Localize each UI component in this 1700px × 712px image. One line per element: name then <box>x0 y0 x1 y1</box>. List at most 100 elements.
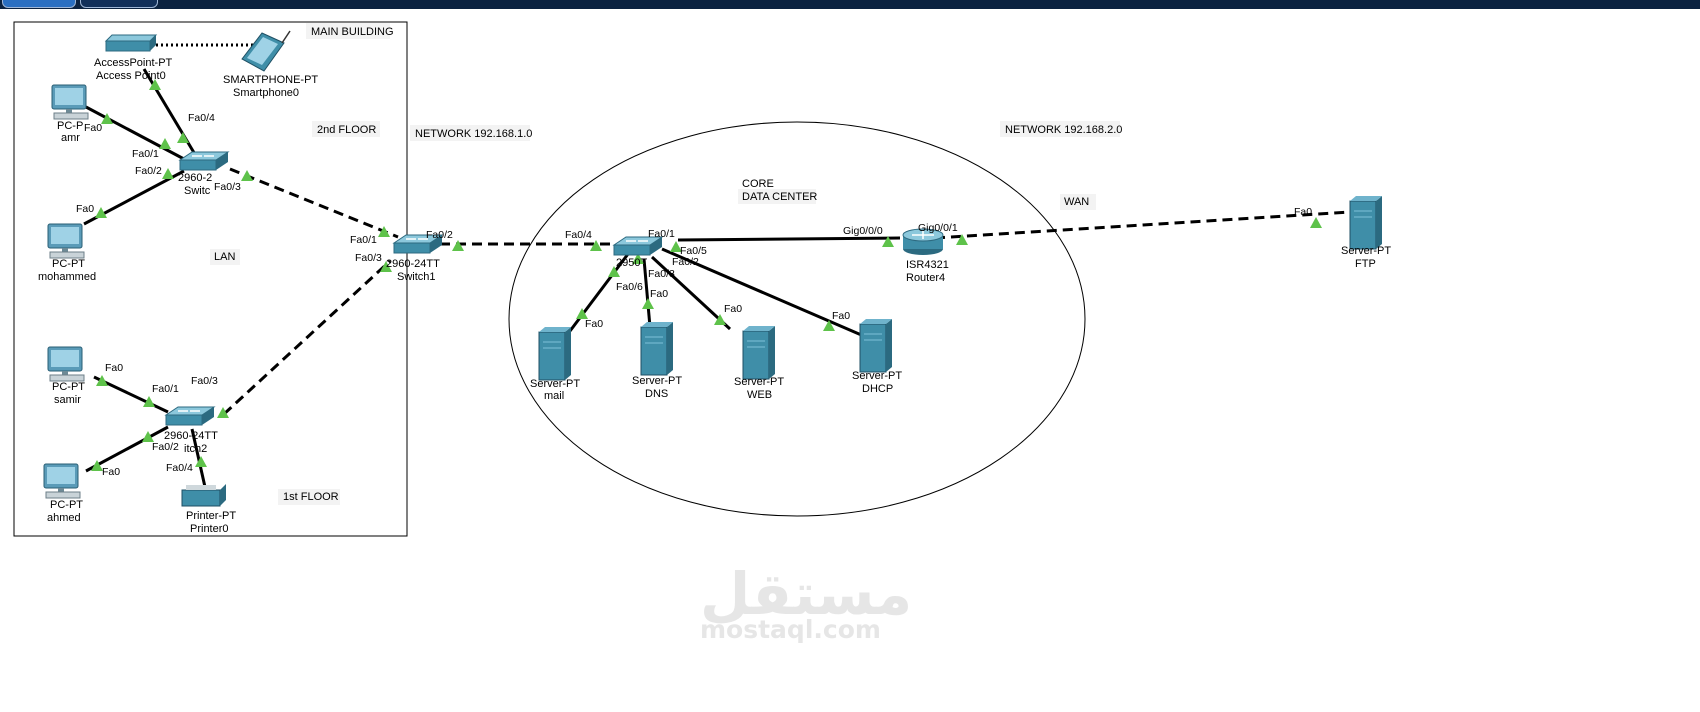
port-label: Fa0 <box>84 122 102 134</box>
link-indicators <box>91 79 1322 471</box>
title-bar <box>0 0 1700 9</box>
port-label: Fa0/2 <box>152 441 179 453</box>
port-label: Fa0/2 <box>672 256 699 268</box>
switch1[interactable]: 2960-24TT Switch1 <box>386 234 443 283</box>
switch2[interactable]: 2960-24TT itch2 <box>164 406 218 455</box>
switch-top-type: 2960-2 <box>178 172 212 184</box>
note-second-floor: 2nd FLOOR <box>317 124 376 136</box>
pc-samir-type: PC-PT <box>52 381 85 393</box>
port-label: Fa0/2 <box>426 229 453 241</box>
toolbar-button-active[interactable] <box>2 0 76 8</box>
port-label: Fa0/4 <box>188 112 215 124</box>
port-label: Fa0/3 <box>191 375 218 387</box>
switch2-name: itch2 <box>184 443 207 455</box>
port-label: Fa0/5 <box>680 245 707 257</box>
access-point-name: Access Point0 <box>96 70 166 82</box>
pc-samir[interactable]: PC-PT samir <box>47 346 85 406</box>
port-label: Fa0 <box>76 203 94 215</box>
server-mail[interactable]: Server-PT mail <box>530 326 580 402</box>
switch-top-name: Switc <box>184 185 211 197</box>
port-label: Gig0/0/0 <box>843 225 883 237</box>
port-label: Fa0 <box>724 303 742 315</box>
port-label: Fa0/6 <box>616 281 643 293</box>
port-label: Fa0/1 <box>648 228 675 240</box>
printer-name: Printer0 <box>190 523 229 535</box>
port-label: Fa0/3 <box>214 181 241 193</box>
server-dhcp-name: DHCP <box>862 383 893 395</box>
port-label: Fa0 <box>585 318 603 330</box>
note-data-center: DATA CENTER <box>742 191 817 203</box>
port-label: Fa0/4 <box>565 229 592 241</box>
note-core: CORE <box>742 178 774 190</box>
data-center-area <box>508 121 1086 517</box>
pc-samir-name: samir <box>54 394 81 406</box>
pc-ahmed[interactable]: PC-PT ahmed <box>43 463 83 524</box>
smartphone-type: SMARTPHONE-PT <box>223 74 318 86</box>
port-label: Fa0/2 <box>135 165 162 177</box>
link-switch-switch1 <box>229 167 399 239</box>
note-network1: NETWORK 192.168.1.0 <box>415 128 532 140</box>
router-name: Router4 <box>906 272 945 284</box>
link-dc-router <box>677 236 901 242</box>
port-labels: Fa0/4 Fa0 Fa0/1 Fa0/2 Fa0/3 Fa0 Fa0/1 Fa… <box>76 112 1312 478</box>
link-samir-switch2 <box>93 375 169 414</box>
server-mail-name: mail <box>544 390 564 402</box>
switch-dc-type: 2950T <box>616 257 647 269</box>
switch2-type: 2960-24TT <box>164 430 218 442</box>
links <box>83 43 1351 488</box>
router-type: ISR4321 <box>906 259 949 271</box>
server-ftp-name: FTP <box>1355 258 1376 270</box>
pc-amr-name: amr <box>61 132 80 144</box>
switch1-name: Switch1 <box>397 271 436 283</box>
server-dns-type: Server-PT <box>632 375 682 387</box>
server-ftp[interactable]: Server-PT FTP <box>1341 195 1391 270</box>
server-web-type: Server-PT <box>734 376 784 388</box>
pc-mohammed-name: mohammed <box>38 271 96 283</box>
port-label: Fa0 <box>1294 206 1312 218</box>
router-device[interactable]: ISR4321 Router4 <box>902 228 949 284</box>
port-label: Fa0/1 <box>132 148 159 160</box>
pc-mohammed[interactable]: PC-PT mohammed <box>38 223 96 283</box>
server-dns[interactable]: Server-PT DNS <box>632 321 682 400</box>
server-mail-type: Server-PT <box>530 378 580 390</box>
pc-mohammed-type: PC-PT <box>52 258 85 270</box>
note-main-building: MAIN BUILDING <box>311 26 394 38</box>
watermark-url: mostaql.com <box>700 615 881 644</box>
port-label: Fa0 <box>832 310 850 322</box>
main-building-area <box>13 21 408 537</box>
notes: MAIN BUILDING 2nd FLOOR NETWORK 192.168.… <box>210 23 1122 505</box>
server-web-name: WEB <box>747 389 772 401</box>
smartphone-name: Smartphone0 <box>233 87 299 99</box>
pc-ahmed-type: PC-PT <box>50 499 83 511</box>
pc-ahmed-name: ahmed <box>47 512 81 524</box>
link-amr-switch <box>85 105 185 161</box>
link-dc-dns <box>642 258 652 328</box>
link-dc-web <box>650 255 732 331</box>
pc-amr[interactable]: PC-P amr <box>51 84 89 144</box>
server-dhcp-type: Server-PT <box>852 370 902 382</box>
server-ftp-type: Server-PT <box>1341 245 1391 257</box>
note-first-floor: 1st FLOOR <box>283 491 339 503</box>
switch1-type: 2960-24TT <box>386 258 440 270</box>
link-router-ftp <box>934 210 1351 240</box>
printer-type: Printer-PT <box>186 510 236 522</box>
printer-device[interactable]: Printer-PT Printer0 <box>181 484 236 535</box>
server-web[interactable]: Server-PT WEB <box>734 325 784 401</box>
link-switch2-switch1 <box>222 259 392 416</box>
port-label: Gig0/0/1 <box>918 222 958 234</box>
server-dhcp[interactable]: Server-PT DHCP <box>852 318 902 395</box>
note-lan: LAN <box>214 251 235 263</box>
access-point-device[interactable]: AccessPoint-PT Access Point0 <box>94 34 173 82</box>
switch-data-center[interactable]: 2950T <box>613 236 663 269</box>
port-label: Fa0 <box>102 466 120 478</box>
smartphone-device[interactable]: SMARTPHONE-PT Smartphone0 <box>223 30 318 99</box>
switch-top[interactable]: 2960-2 Switc <box>178 151 229 197</box>
link-ahmed-switch2 <box>85 425 169 473</box>
access-point-type: AccessPoint-PT <box>94 57 173 69</box>
port-label: Fa0 <box>105 362 123 374</box>
port-label: Fa0/3 <box>648 268 675 280</box>
port-label: Fa0/3 <box>355 252 382 264</box>
topology-canvas[interactable]: MAIN BUILDING 2nd FLOOR NETWORK 192.168.… <box>0 9 1700 712</box>
link-dc-dhcp <box>661 247 867 339</box>
toolbar-button[interactable] <box>80 0 158 8</box>
